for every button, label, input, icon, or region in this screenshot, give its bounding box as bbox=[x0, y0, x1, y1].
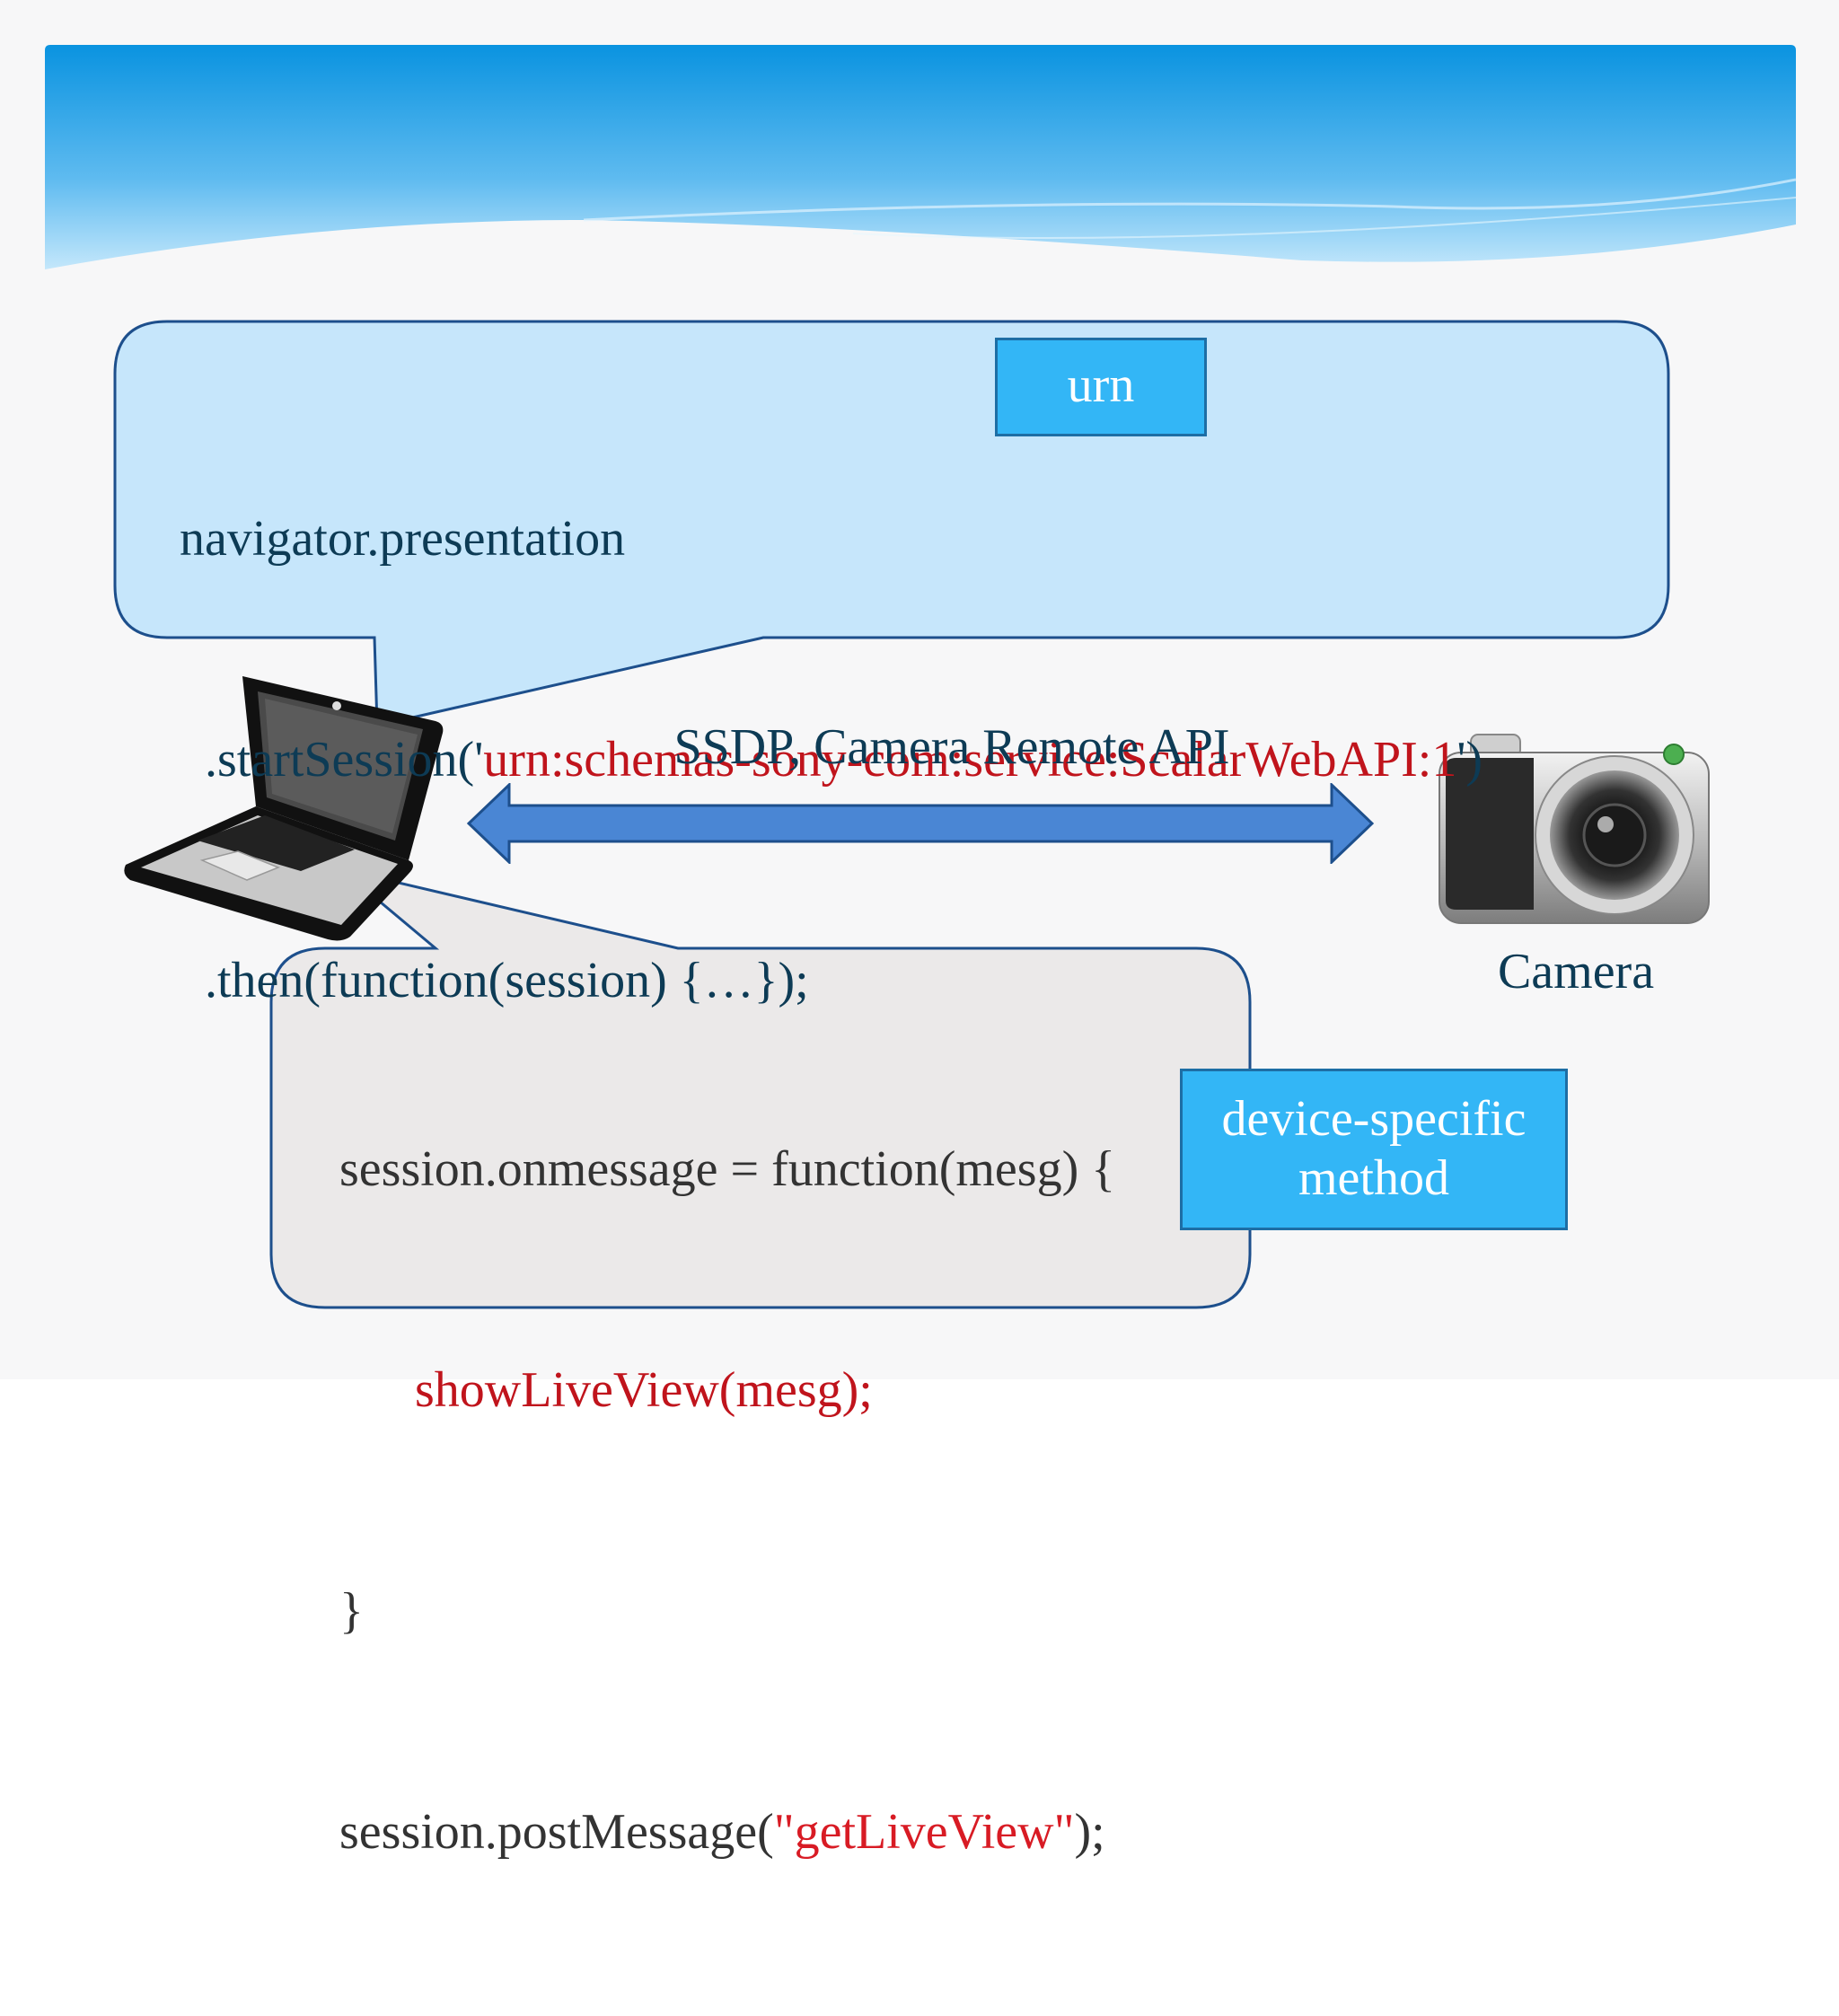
code-line-post-message: session.postMessage("getLiveView"); bbox=[339, 1795, 1115, 1869]
code-line-show-live-view: showLiveView(mesg); bbox=[339, 1362, 873, 1418]
code-line: navigator.presentation bbox=[180, 511, 626, 567]
code-text: session.postMessage( bbox=[339, 1804, 774, 1860]
slide: navigator.presentation .startSession('ur… bbox=[45, 45, 1796, 1860]
device-tag-line2: method bbox=[1298, 1150, 1449, 1206]
camera-label: Camera bbox=[1497, 944, 1655, 999]
camera-icon bbox=[1439, 734, 1710, 924]
top-code-block: navigator.presentation .startSession('ur… bbox=[180, 355, 1483, 1165]
code-line-start-session: .startSession('urn:schemas-sony-com:serv… bbox=[180, 723, 1483, 797]
device-specific-tag: device-specific method bbox=[1180, 1069, 1568, 1230]
code-text: ); bbox=[1074, 1804, 1105, 1860]
urn-tag: urn bbox=[995, 338, 1207, 436]
code-text: ') bbox=[1456, 732, 1483, 788]
code-line: session.onmessage = function(mesg) { bbox=[339, 1141, 1116, 1197]
code-text: .startSession(' bbox=[180, 732, 484, 788]
urn-string: urn:schemas-sony-com:service:ScalarWebAP… bbox=[483, 732, 1457, 788]
device-tag-line1: device-specific bbox=[1221, 1091, 1527, 1147]
diagram-shapes bbox=[113, 320, 1670, 1309]
code-line: } bbox=[339, 1583, 364, 1639]
top-callout-bubble bbox=[113, 320, 1670, 727]
arrow-label: SSDP, Camera Remote API bbox=[673, 719, 1230, 775]
laptop-icon bbox=[124, 676, 444, 941]
bottom-callout-bubble bbox=[269, 867, 1252, 1309]
bottom-code-block: session.onmessage = function(mesg) { sho… bbox=[339, 985, 1115, 2016]
header-wave-banner bbox=[45, 45, 1796, 269]
get-live-view-string: "getLiveView" bbox=[773, 1804, 1075, 1860]
code-line: .then(function(session) {…}); bbox=[180, 953, 809, 1008]
bidirectional-arrow bbox=[467, 783, 1374, 864]
